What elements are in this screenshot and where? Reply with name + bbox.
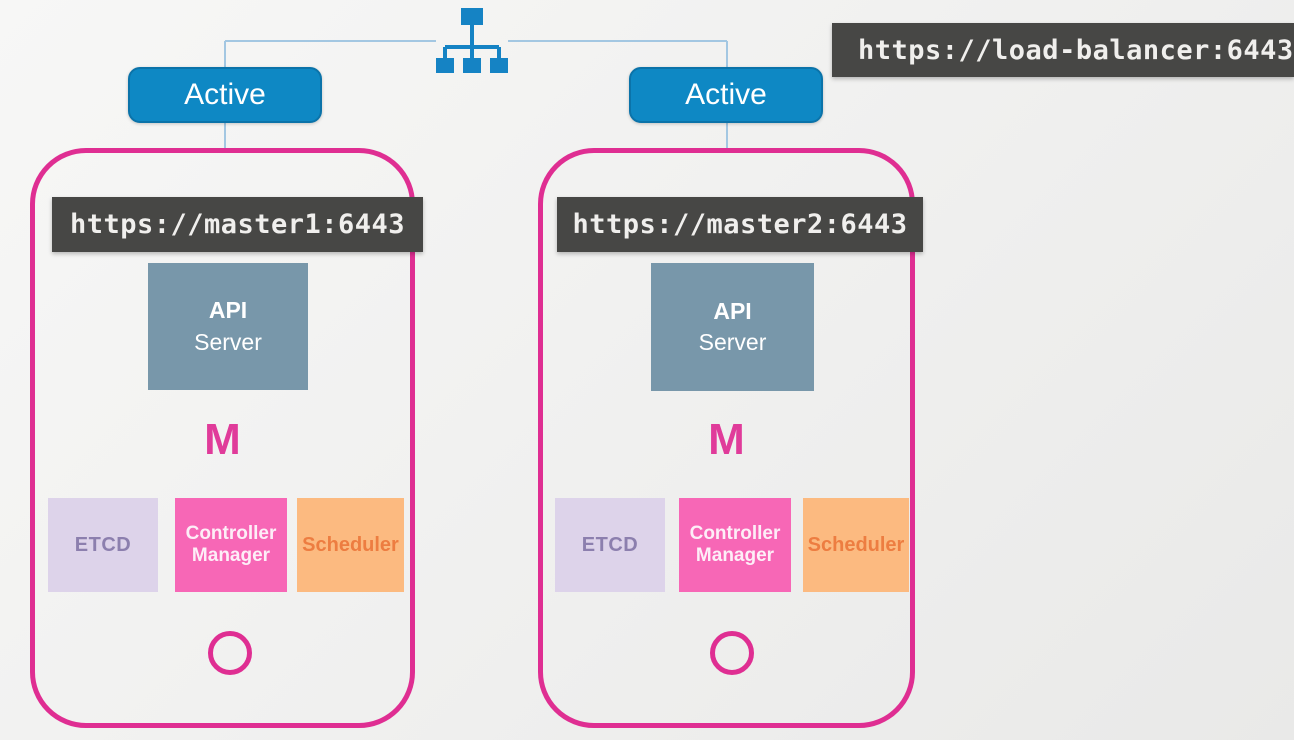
master1-etcd-label: ETCD [74,533,132,556]
master1-active-badge: Active [128,67,322,123]
master1-cm-line2: Manager [191,545,271,566]
master2-api-server-box: API Server [651,263,814,391]
load-balancer-url-label: https://load-balancer:6443 [832,23,1294,77]
master2-etcd-label: ETCD [581,533,639,556]
master2-cm-line2: Manager [695,545,775,566]
master1-active-label: Active [184,78,266,111]
load-balancer-icon [436,8,508,73]
master1-scheduler-label: Scheduler [302,533,399,556]
master2-cm-line1: Controller [689,523,781,545]
master2-scheduler-box: Scheduler [803,498,909,592]
master2-url-label: https://master2:6443 [557,197,923,252]
master2-active-label: Active [685,78,767,111]
master2-scheduler-label: Scheduler [807,533,905,556]
master1-etcd-box: ETCD [48,498,158,592]
master1-api-server-box: API Server [148,263,308,390]
master1-node-box: https://master1:6443 API Server M ETCD C… [30,148,423,728]
master1-scheduler-box: Scheduler [297,498,404,592]
master2-controller-manager-box: Controller Manager [679,498,791,592]
master1-controller-manager-box: Controller Manager [175,498,287,592]
master1-url-label: https://master1:6443 [52,197,423,252]
load-balancer-url-text: https://load-balancer:6443 [858,34,1294,66]
master2-api-line2: Server [698,329,767,355]
master2-node-box: https://master2:6443 API Server M ETCD C… [538,148,923,728]
master2-api-line1: API [713,297,752,324]
master1-cm-line1: Controller [185,523,277,545]
master1-m-letter: M [204,415,241,464]
master1-api-line2: Server [194,328,262,355]
master2-etcd-box: ETCD [555,498,665,592]
master1-node-circle [208,631,252,675]
master1-api-line1: API [208,297,248,324]
master1-url-text: https://master1:6443 [69,209,406,240]
master2-url-text: https://master2:6443 [572,209,908,240]
master2-active-badge: Active [629,67,823,123]
master2-m-letter: M [708,415,745,464]
master2-node-circle [710,631,754,675]
